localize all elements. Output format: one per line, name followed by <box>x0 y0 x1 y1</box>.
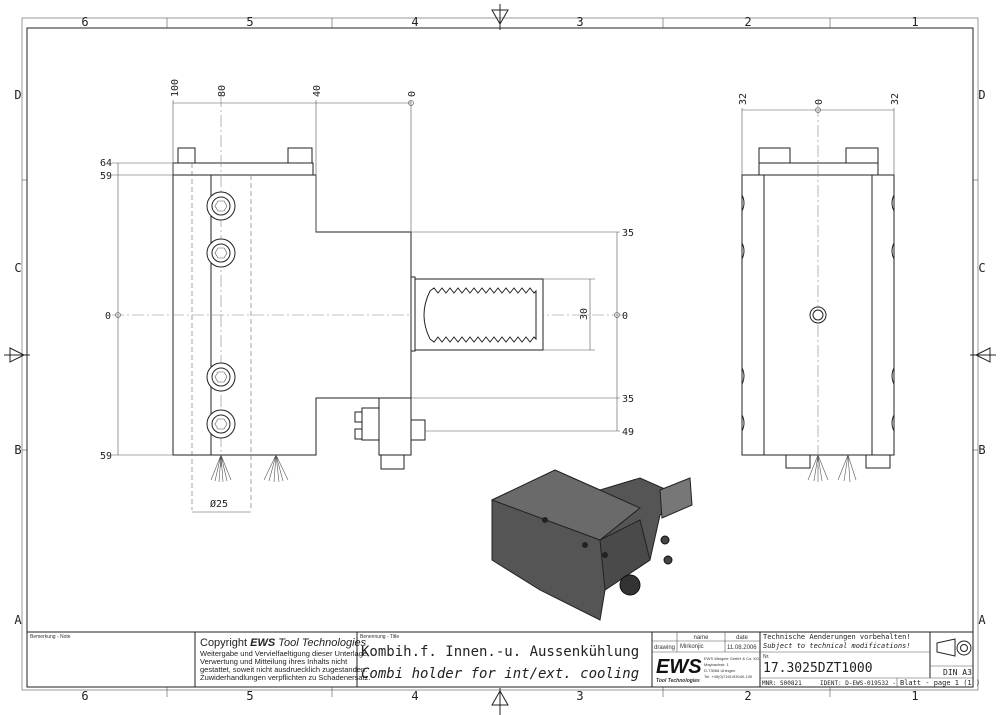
title-block: Bemerkung - Note Copyright EWS Tool Tech… <box>26 631 980 688</box>
side-view: 100 80 40 0 64 59 0 59 35 0 35 49 30 Ø25 <box>100 79 634 513</box>
title-english: Combi holder for int/ext. cooling <box>361 666 639 682</box>
col-name: name <box>693 635 709 641</box>
ident: IDENT: D-EWS-019532 - <box>820 680 896 687</box>
zone-row-d: D <box>14 88 21 102</box>
copyright-title: Copyright EWS Tool Technologies <box>200 637 367 649</box>
zone-col-1: 1 <box>911 15 918 29</box>
projection-symbol-icon <box>936 638 972 657</box>
company-line: D-73066 Uhingen <box>704 668 735 673</box>
socket-screws <box>206 191 236 439</box>
zone-col-6-bottom: 6 <box>81 689 88 703</box>
coolant-jets <box>210 454 289 483</box>
dim-0-top: 0 <box>407 91 418 97</box>
bolt-head <box>287 147 313 164</box>
dim-35-top: 35 <box>622 228 634 239</box>
zone-row-c-right: C <box>978 261 985 275</box>
clamp-block <box>378 397 412 456</box>
zone-row-c: C <box>14 261 21 275</box>
dim-49: 49 <box>622 427 634 438</box>
dim-64: 64 <box>100 158 112 169</box>
title-label: Benennung - Title <box>360 634 399 640</box>
copyright-line: Zuwiderhandlungen verpflichten zu Schade… <box>200 673 371 682</box>
dim-100: 100 <box>170 79 181 97</box>
company-line: Maybachstr. 1 <box>704 662 730 667</box>
logo-subtitle: Tool Technologies <box>656 678 700 684</box>
dim-80: 80 <box>217 85 228 97</box>
copyright-line: Verwertung und Mitteilung ihres Inhalts … <box>200 657 348 666</box>
ews-logo: EWS <box>656 656 702 678</box>
zone-col-2: 2 <box>744 15 751 29</box>
zone-col-3-bottom: 3 <box>576 689 583 703</box>
zone-ticks <box>22 18 978 697</box>
notice-german: Technische Aenderungen vorbehalten! <box>763 633 911 641</box>
dim-30: 30 <box>579 308 590 320</box>
end-view: 32 0 32 <box>738 93 901 483</box>
zone-col-3: 3 <box>576 15 583 29</box>
sheet-page: Blatt - page 1 (1 ) <box>900 679 980 687</box>
company-line: Tel. +49(0)7161/93040-100 <box>704 674 753 679</box>
dim-32-right: 32 <box>890 93 901 105</box>
zone-col-2-bottom: 2 <box>744 689 751 703</box>
zone-col-4: 4 <box>411 15 418 29</box>
part-number: 17.3025DZT1000 <box>763 661 873 676</box>
paper-format: DIN A3 <box>943 668 972 677</box>
zone-row-d-right: D <box>978 88 985 102</box>
zone-row-b: B <box>14 443 21 457</box>
dim-bore-25: Ø25 <box>210 498 228 510</box>
copyright-line: gestattet, soweit nicht ausdruecklich zu… <box>200 665 367 674</box>
dim-35-bottom: 35 <box>622 394 634 405</box>
title-german: Kombih.f. Innen.-u. Aussenkühlung <box>361 644 639 660</box>
dim-0-end: 0 <box>814 99 825 105</box>
dim-40: 40 <box>312 85 323 97</box>
isometric-view <box>490 469 693 621</box>
mnr: MNR: S00821 <box>762 680 802 687</box>
dimension-lines <box>112 100 620 513</box>
zone-col-1-bottom: 1 <box>911 689 918 703</box>
dim-32-left: 32 <box>738 93 749 105</box>
row-drawing: drawing <box>654 645 675 651</box>
notice-english: Subject to technical modifications! <box>763 642 911 650</box>
drawer-name: Mirkonjic <box>680 644 704 650</box>
dim-59-top: 59 <box>100 171 112 182</box>
top-plate <box>172 162 314 176</box>
screw <box>809 306 827 324</box>
centering-marks <box>4 4 996 715</box>
zone-row-b-right: B <box>978 443 985 457</box>
clamp-screw <box>410 419 426 441</box>
zone-row-a-right: A <box>978 613 986 627</box>
zone-col-4-bottom: 4 <box>411 689 418 703</box>
drawing-date: 11.08.2006 <box>727 645 757 651</box>
note-label: Bemerkung - Note <box>30 634 71 640</box>
zone-col-5-bottom: 5 <box>246 689 253 703</box>
dim-0-left: 0 <box>105 311 111 322</box>
nr-label: Nr. <box>763 654 769 660</box>
shank-flange <box>410 276 416 352</box>
dim-59-bottom: 59 <box>100 451 112 462</box>
zone-col-5: 5 <box>246 15 253 29</box>
bolt-head <box>177 147 196 164</box>
copyright-line: Weitergabe und Vervielfaeltigung dieser … <box>200 649 369 658</box>
zone-row-a: A <box>14 613 22 627</box>
company-line: EWS Weigele GmbH & Co. KG <box>704 656 759 661</box>
col-date: date <box>736 635 748 641</box>
dim-0-right: 0 <box>622 311 628 322</box>
zone-col-6: 6 <box>81 15 88 29</box>
